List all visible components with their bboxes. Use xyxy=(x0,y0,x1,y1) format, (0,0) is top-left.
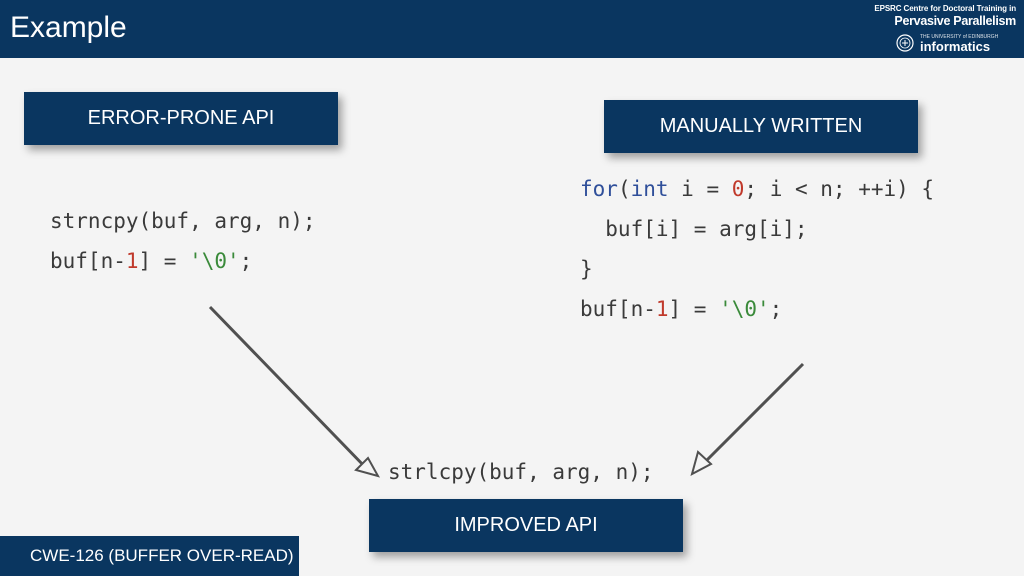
improved-api-box: IMPROVED API xyxy=(369,499,683,552)
epsrc-informatics-logo: EPSRC Centre for Doctoral Training in Pe… xyxy=(874,4,1016,54)
arrow-right-to-improved xyxy=(700,362,805,467)
arrowhead-left-icon xyxy=(354,456,381,478)
logo-university-text: THE UNIVERSITY of EDINBURGH xyxy=(920,34,999,40)
cwe-label-box: CWE-126 (BUFFER OVER-READ) xyxy=(0,536,299,576)
slide-title: Example xyxy=(10,11,127,44)
university-crest-icon xyxy=(896,34,914,52)
arrow-left-to-improved xyxy=(208,305,370,472)
improved-code-block: strlcpy(buf, arg, n); xyxy=(388,452,654,492)
error-prone-code-block: strncpy(buf, arg, n); buf[n-1] = '\0'; xyxy=(50,201,316,281)
cwe-label: CWE-126 (BUFFER OVER-READ) xyxy=(30,546,294,565)
logo-pervasive-parallelism: Pervasive Parallelism xyxy=(894,14,1016,28)
code-line: strlcpy(buf, arg, n); xyxy=(388,460,654,484)
manually-written-label: MANUALLY WRITTEN xyxy=(659,115,863,137)
error-prone-api-label: ERROR-PRONE API xyxy=(87,107,275,129)
code-line: for(int i = 0; i < n; ++i) { xyxy=(580,177,935,201)
manually-written-box: MANUALLY WRITTEN xyxy=(604,100,918,153)
logo-informatics: informatics xyxy=(920,39,991,54)
code-line: buf[n-1] = '\0'; xyxy=(580,297,783,321)
arrowhead-right-icon xyxy=(690,450,713,476)
code-line: } xyxy=(580,257,593,281)
logo-centre-text: EPSRC Centre for Doctoral Training in xyxy=(874,4,1016,13)
code-line: strncpy(buf, arg, n); xyxy=(50,209,316,233)
code-line: buf[i] = arg[i]; xyxy=(580,217,808,241)
header-bar: Example EPSRC Centre for Doctoral Traini… xyxy=(0,0,1024,58)
improved-api-label: IMPROVED API xyxy=(454,514,598,536)
error-prone-api-box: ERROR-PRONE API xyxy=(24,92,338,145)
manually-written-code-block: for(int i = 0; i < n; ++i) { buf[i] = ar… xyxy=(580,169,934,329)
code-line: buf[n-1] = '\0'; xyxy=(50,249,253,273)
